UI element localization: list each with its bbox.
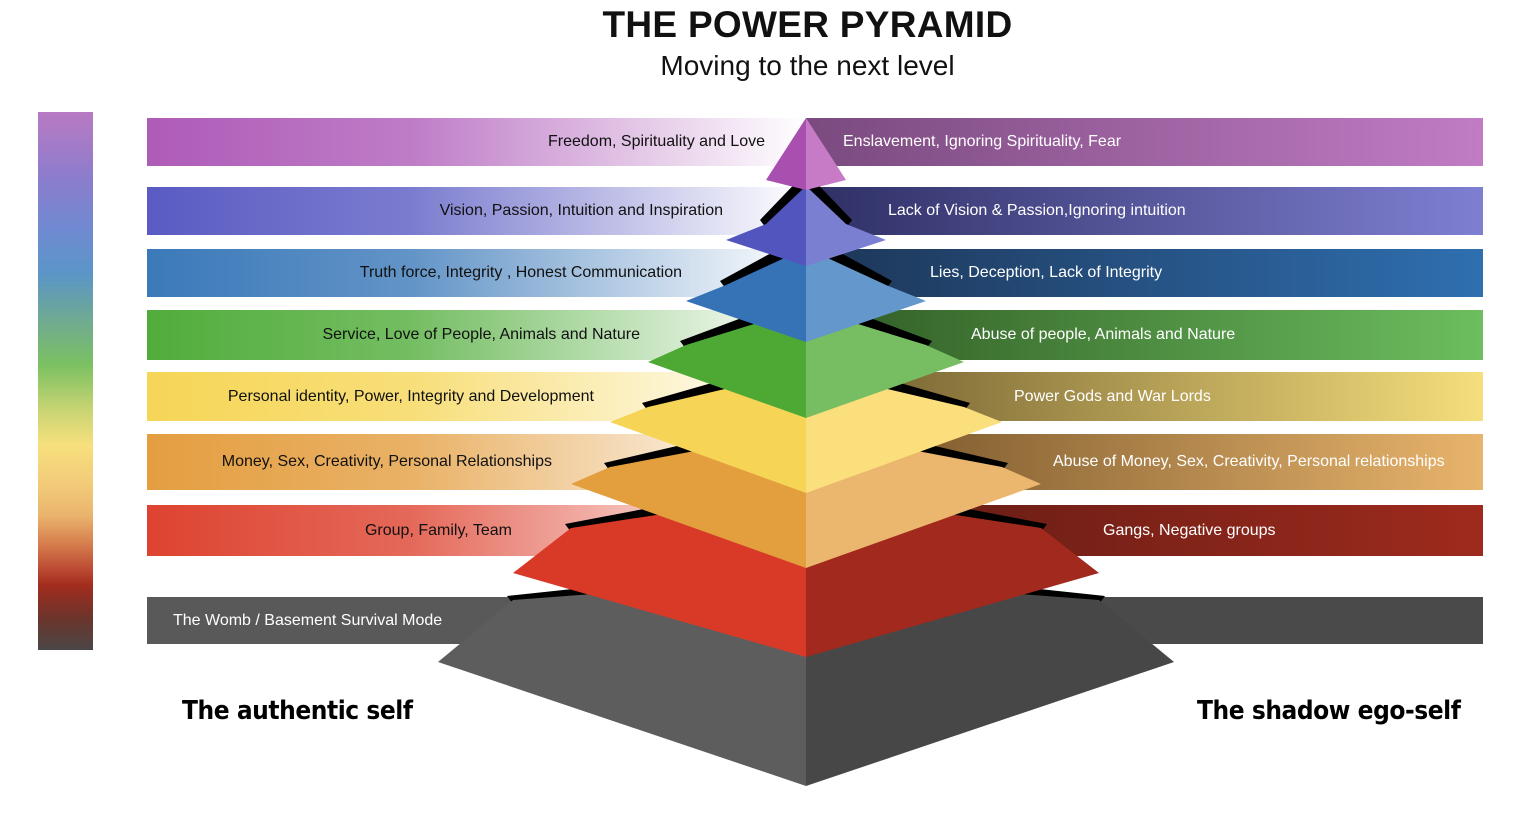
band-authentic-throat: Truth force, Integrity , Honest Communic…	[147, 249, 806, 297]
tier-right-face-crown	[806, 118, 846, 190]
band-shadow-heart: Abuse of people, Animals and Nature	[806, 310, 1483, 360]
diagram-subtitle: Moving to the next level	[660, 50, 955, 81]
label-authentic-third-eye: Vision, Passion, Intuition and Inspirati…	[439, 202, 723, 219]
tier-right-face-heart	[806, 308, 964, 418]
label-shadow-throat: Lies, Deception, Lack of Integrity	[930, 264, 1163, 281]
label-authentic-solar-plexus: Personal identity, Power, Integrity and …	[227, 387, 594, 405]
tier-left-face-crown	[766, 118, 806, 190]
label-shadow-solar-plexus: Power Gods and War Lords	[1014, 387, 1211, 405]
tier-right-face-solar-plexus	[806, 370, 1002, 493]
diagram-title: THE POWER PYRAMID	[602, 4, 1013, 45]
label-authentic-crown: Freedom, Spirituality and Love	[548, 133, 765, 150]
band-shadow-throat: Lies, Deception, Lack of Integrity	[806, 249, 1483, 297]
band-authentic-third-eye: Vision, Passion, Intuition and Inspirati…	[147, 187, 806, 235]
tier-left-face-solar-plexus	[610, 370, 806, 493]
label-shadow-third-eye: Lack of Vision & Passion,Ignoring intuit…	[888, 202, 1186, 219]
band-authentic-crown: Freedom, Spirituality and Love	[147, 118, 806, 166]
tier-left-face-throat	[686, 248, 806, 342]
label-shadow-heart: Abuse of people, Animals and Nature	[971, 326, 1236, 343]
label-authentic-root: Group, Family, Team	[364, 521, 512, 539]
label-authentic-sacral: Money, Sex, Creativity, Personal Relatio…	[221, 453, 552, 470]
caption-authentic-self: The authentic self	[182, 696, 413, 726]
label-authentic-womb: The Womb / Basement Survival Mode	[173, 611, 443, 629]
caption-shadow-ego-self: The shadow ego-self	[1197, 696, 1461, 726]
band-shadow-third-eye: Lack of Vision & Passion,Ignoring intuit…	[806, 187, 1483, 235]
tier-right-face-third-eye	[806, 186, 886, 266]
label-authentic-throat: Truth force, Integrity , Honest Communic…	[359, 264, 682, 281]
band-shadow-crown: Enslavement, Ignoring Spirituality, Fear	[806, 118, 1483, 166]
tier-left-face-third-eye	[726, 186, 806, 266]
label-authentic-heart: Service, Love of People, Animals and Nat…	[322, 326, 640, 343]
label-shadow-sacral: Abuse of Money, Sex, Creativity, Persona…	[1053, 453, 1445, 470]
label-shadow-crown: Enslavement, Ignoring Spirituality, Fear	[843, 133, 1122, 150]
tier-right-face-throat	[806, 248, 926, 342]
color-spectrum-bar	[38, 112, 93, 650]
label-shadow-root: Gangs, Negative groups	[1103, 521, 1276, 539]
tier-left-face-heart	[648, 308, 806, 418]
